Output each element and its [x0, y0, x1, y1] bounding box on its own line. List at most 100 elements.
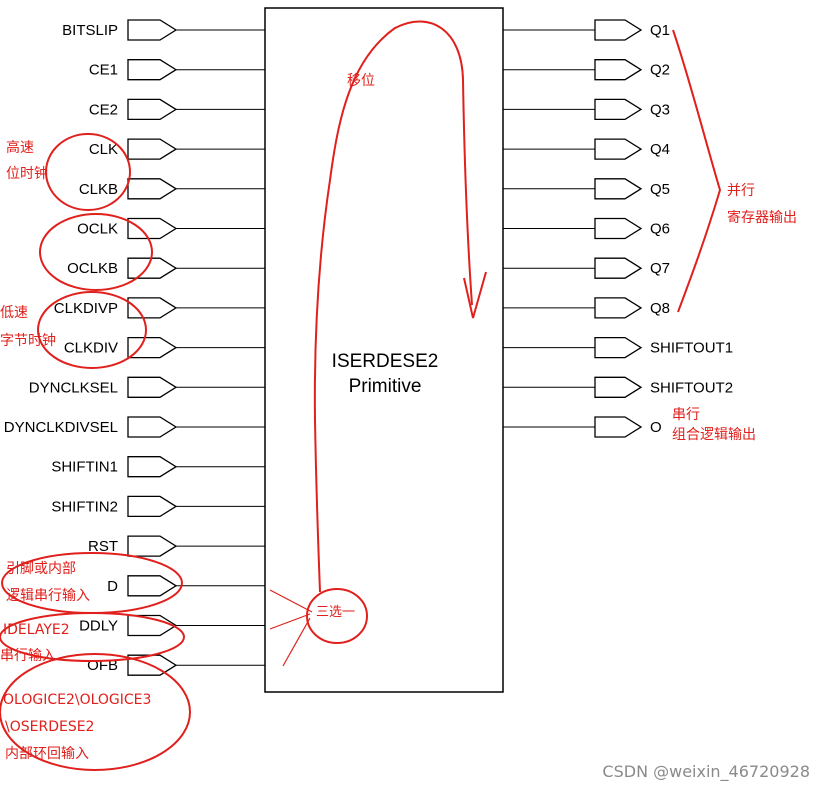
primitive-block: [264, 7, 504, 693]
pin-rst: RST: [88, 535, 265, 557]
pin-dynclkdivsel: DYNCLKDIVSEL: [4, 416, 265, 438]
pin-shiftin2-label: SHIFTIN2: [51, 498, 118, 515]
pin-q1-label: Q1: [650, 22, 670, 39]
mux-line-d: [269, 589, 313, 613]
pin-ce2-port: [127, 98, 178, 121]
low-speed-label-1: 低速: [0, 305, 28, 321]
pin-shiftout1-port: [594, 336, 643, 359]
pin-bitslip: BITSLIP: [62, 19, 265, 41]
pin-q2: Q2: [503, 59, 670, 81]
pin-ce2-label: CE2: [89, 101, 118, 118]
pin-o: O: [503, 416, 662, 438]
high-speed-label-2: 位时钟: [6, 165, 48, 182]
pin-oclkb-port: [127, 257, 178, 279]
pin-q2-label: Q2: [650, 62, 670, 79]
pin-shiftin1: SHIFTIN1: [51, 456, 265, 478]
pin-q1: Q1: [503, 19, 670, 41]
pin-q2-port: [594, 59, 643, 81]
pin-oclk-port: [127, 217, 178, 240]
pin-d-label: D: [107, 578, 118, 595]
pin-dynclkdivsel-label: DYNCLKDIVSEL: [4, 419, 118, 436]
pin-dynclkdivsel-port: [127, 416, 178, 438]
pin-d-port: [127, 575, 178, 597]
pin-rst-label: RST: [88, 538, 118, 555]
pin-bitslip-label: BITSLIP: [62, 22, 118, 39]
primitive-subtitle: Primitive: [349, 376, 422, 397]
pin-ddly-port: [127, 614, 178, 637]
pin-dynclksel-label: DYNCLKSEL: [29, 379, 118, 396]
pin-q7: Q7: [503, 257, 670, 279]
pin-clk-port: [127, 138, 178, 160]
mux-line-ddly: [269, 613, 311, 630]
pin-clk: CLK: [89, 138, 265, 160]
pin-ce2: CE2: [89, 98, 265, 121]
pin-shiftin1-port: [127, 456, 178, 478]
pin-clkb-label: CLKB: [79, 181, 118, 198]
pin-q4-label: Q4: [650, 141, 670, 158]
pin-shiftin2-port: [127, 495, 178, 518]
mux-label: 三选一: [316, 605, 355, 620]
ofb-source-label-1: OLOGICE2\OLOGICE3: [3, 692, 151, 708]
shift-arrow-path: [313, 20, 473, 593]
pin-d: D: [107, 575, 265, 597]
ofb-source-label-3: 内部环回输入: [5, 746, 89, 762]
pin-q4: Q4: [503, 138, 670, 160]
pin-q3: Q3: [503, 98, 670, 121]
serial-label-1: 串行: [672, 407, 700, 423]
pin-q1-port: [594, 19, 643, 41]
pin-q5: Q5: [503, 178, 670, 200]
pin-clkdivp-label: CLKDIVP: [54, 300, 118, 317]
pin-ddly-label: DDLY: [79, 618, 118, 635]
pin-q5-label: Q5: [650, 181, 670, 198]
pin-q8-port: [594, 297, 643, 319]
pin-q7-label: Q7: [650, 260, 670, 277]
pin-q3-label: Q3: [650, 101, 670, 118]
pin-q6-label: Q6: [650, 221, 670, 238]
d-source-label-2: 逻辑串行输入: [6, 588, 90, 604]
ddly-source-ellipse: [0, 612, 185, 662]
pin-clkb: CLKB: [79, 178, 265, 200]
pin-shiftout1: SHIFTOUT1: [503, 336, 733, 359]
pin-ofb: OFB: [87, 654, 265, 676]
serial-label-2: 组合逻辑输出: [672, 427, 756, 443]
ddly-source-label-2: 串行输入: [0, 648, 56, 664]
pin-q5-port: [594, 178, 643, 200]
high-speed-clock-ellipse: [45, 133, 131, 211]
pin-ce1-port: [127, 59, 178, 81]
pin-oclkb: OCLKB: [67, 257, 265, 279]
pin-q4-port: [594, 138, 643, 160]
pin-bitslip-port: [127, 19, 178, 41]
pin-oclk-label: OCLK: [77, 221, 118, 238]
pin-oclk: OCLK: [77, 217, 265, 240]
pin-clk-label: CLK: [89, 141, 118, 158]
pin-dynclksel: DYNCLKSEL: [29, 376, 265, 398]
shift-arrow-head: [463, 271, 487, 319]
annotation-text-group: 移位 高速 位时钟 低速 字节时钟 并行 寄存器输出 串行 组合逻辑输出 引脚或…: [0, 73, 797, 762]
pin-o-port: [594, 416, 643, 438]
pin-q8-label: Q8: [650, 300, 670, 317]
pin-clkdivp: CLKDIVP: [54, 297, 265, 319]
parallel-label-2: 寄存器输出: [727, 209, 797, 226]
pin-shiftout2-label: SHIFTOUT2: [650, 379, 733, 396]
d-source-label-1: 引脚或内部: [6, 561, 76, 577]
pin-q7-port: [594, 257, 643, 279]
pin-q8: Q8: [503, 297, 670, 319]
ofb-source-ellipse: [0, 653, 191, 771]
pin-q6-port: [594, 217, 643, 240]
shift-label: 移位: [347, 73, 375, 89]
pin-ce1-label: CE1: [89, 62, 118, 79]
mux-circle: [306, 588, 368, 644]
pin-clkdiv-label: CLKDIV: [64, 340, 118, 357]
oclk-ellipse: [39, 213, 153, 291]
pin-q6: Q6: [503, 217, 670, 240]
pin-shiftin1-label: SHIFTIN1: [51, 459, 118, 476]
pin-clkdiv: CLKDIV: [64, 336, 265, 359]
high-speed-label-1: 高速: [6, 139, 34, 156]
mux-line-ofb: [282, 617, 311, 667]
pin-oclkb-label: OCLKB: [67, 260, 118, 277]
pin-clkdiv-port: [127, 336, 178, 359]
pin-ce1: CE1: [89, 59, 265, 81]
